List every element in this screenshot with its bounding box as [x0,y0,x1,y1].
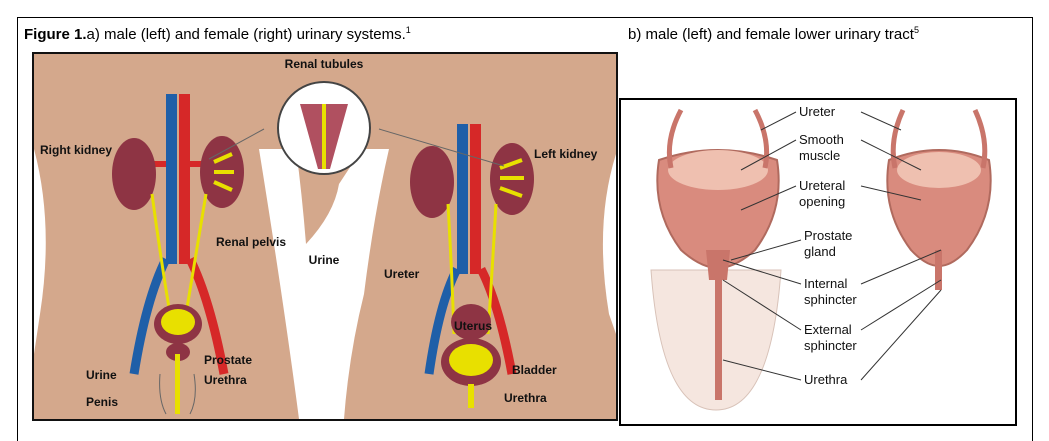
caption-a: Figure 1.a) male (left) and female (righ… [24,26,411,43]
label-renal-tubules: Renal tubules [285,57,364,71]
label-ureter: Ureter [384,267,420,281]
label-b-muscle: muscle [799,148,840,163]
female-bladder-interior [897,152,981,188]
label-bladder: Bladder [512,363,557,377]
figure-label: Figure 1. [24,26,87,43]
label-b-ureter: Ureter [799,104,836,119]
label-uterus: Uterus [454,319,492,333]
label-b-opening: opening [799,194,845,209]
label-b-smooth: Smooth [799,132,844,147]
female-urethra [935,250,942,290]
caption-b: b) male (left) and female lower urinary … [628,26,919,43]
panel-a-urinary-systems: Renal tubules Right kidney Left kidney R… [32,52,618,421]
aorta-right [470,124,481,274]
label-renal-pelvis: Renal pelvis [216,235,286,249]
male-urethra [715,250,722,400]
vena-cava-right [457,124,468,274]
label-urethra-right: Urethra [504,391,547,405]
caption-b-ref: 5 [914,25,919,35]
label-b-external: External [804,322,852,337]
urethra-female [468,384,474,408]
panel-a-illustration: Renal tubules Right kidney Left kidney R… [34,54,616,419]
label-b-urethra: Urethra [804,372,848,387]
caption-b-text: b) male (left) and female lower urinary … [628,26,914,43]
vena-cava-left [166,94,177,264]
caption-a-text: a) male (left) and female (right) urinar… [87,26,406,43]
label-urethra-left: Urethra [204,373,247,387]
label-penis: Penis [86,395,118,409]
panel-b-lower-urinary-tract: Ureter Smooth muscle Ureteral opening Pr… [619,98,1017,426]
panel-b-illustration: Ureter Smooth muscle Ureteral opening Pr… [621,100,1015,424]
label-right-kidney: Right kidney [40,143,112,157]
label-b-internal: Internal [804,276,847,291]
urine-male [161,309,195,335]
label-b-gland: gland [804,244,836,259]
label-b-sphincter-int: sphincter [804,292,857,307]
aorta-left [179,94,190,264]
label-b-sphincter-ext: sphincter [804,338,857,353]
label-urine-top: Urine [309,253,340,267]
caption-a-ref: 1 [406,25,411,35]
urine-female [449,344,493,376]
urethra-male [175,354,180,414]
label-b-ureteral: Ureteral [799,178,845,193]
label-urine-bottom: Urine [86,368,117,382]
label-prostate: Prostate [204,353,252,367]
right-kidney [112,138,156,210]
label-b-prostate: Prostate [804,228,852,243]
label-left-kidney: Left kidney [534,147,598,161]
male-bladder-interior [668,150,768,190]
